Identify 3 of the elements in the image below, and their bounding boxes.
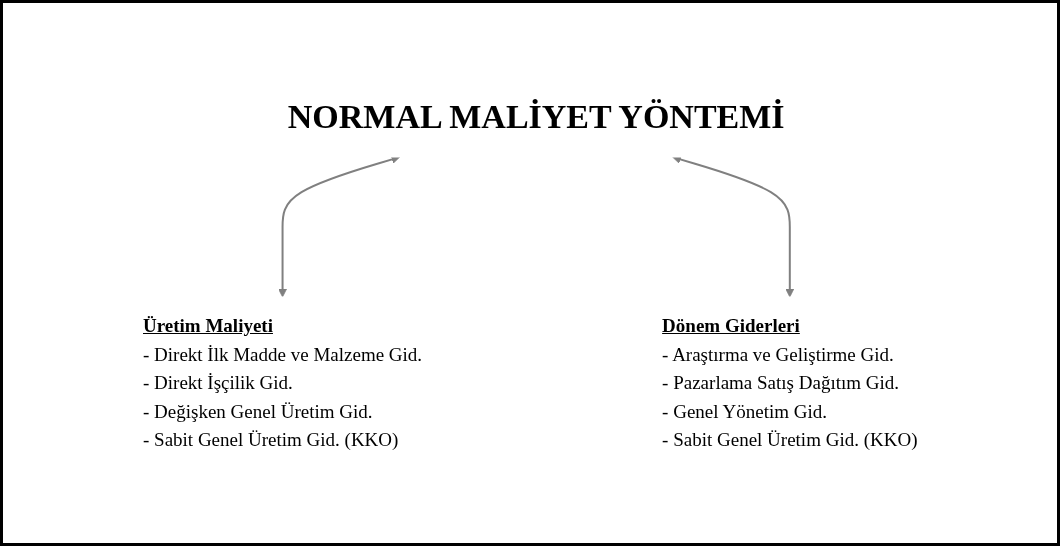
- node-text: Üretim Maliyeti - Direkt İlk Madde ve Malzeme Gid. - Direkt İşçilik Gid. - Değişken Genel Üretim Gid. - Sabit Genel Üretim Gid. (KKO): [142, 315, 422, 451]
- node-text: Dönem Giderleri - Araştırma ve Geliştirme Gid. - Pazarlama Satış Dağıtım Gid. - Genel Yönetim Gid. - Sabit Genel Üretim Gid. (KKO): [661, 315, 918, 451]
- node-text: NORMAL MALİYET YÖNTEMİ: [287, 98, 785, 136]
